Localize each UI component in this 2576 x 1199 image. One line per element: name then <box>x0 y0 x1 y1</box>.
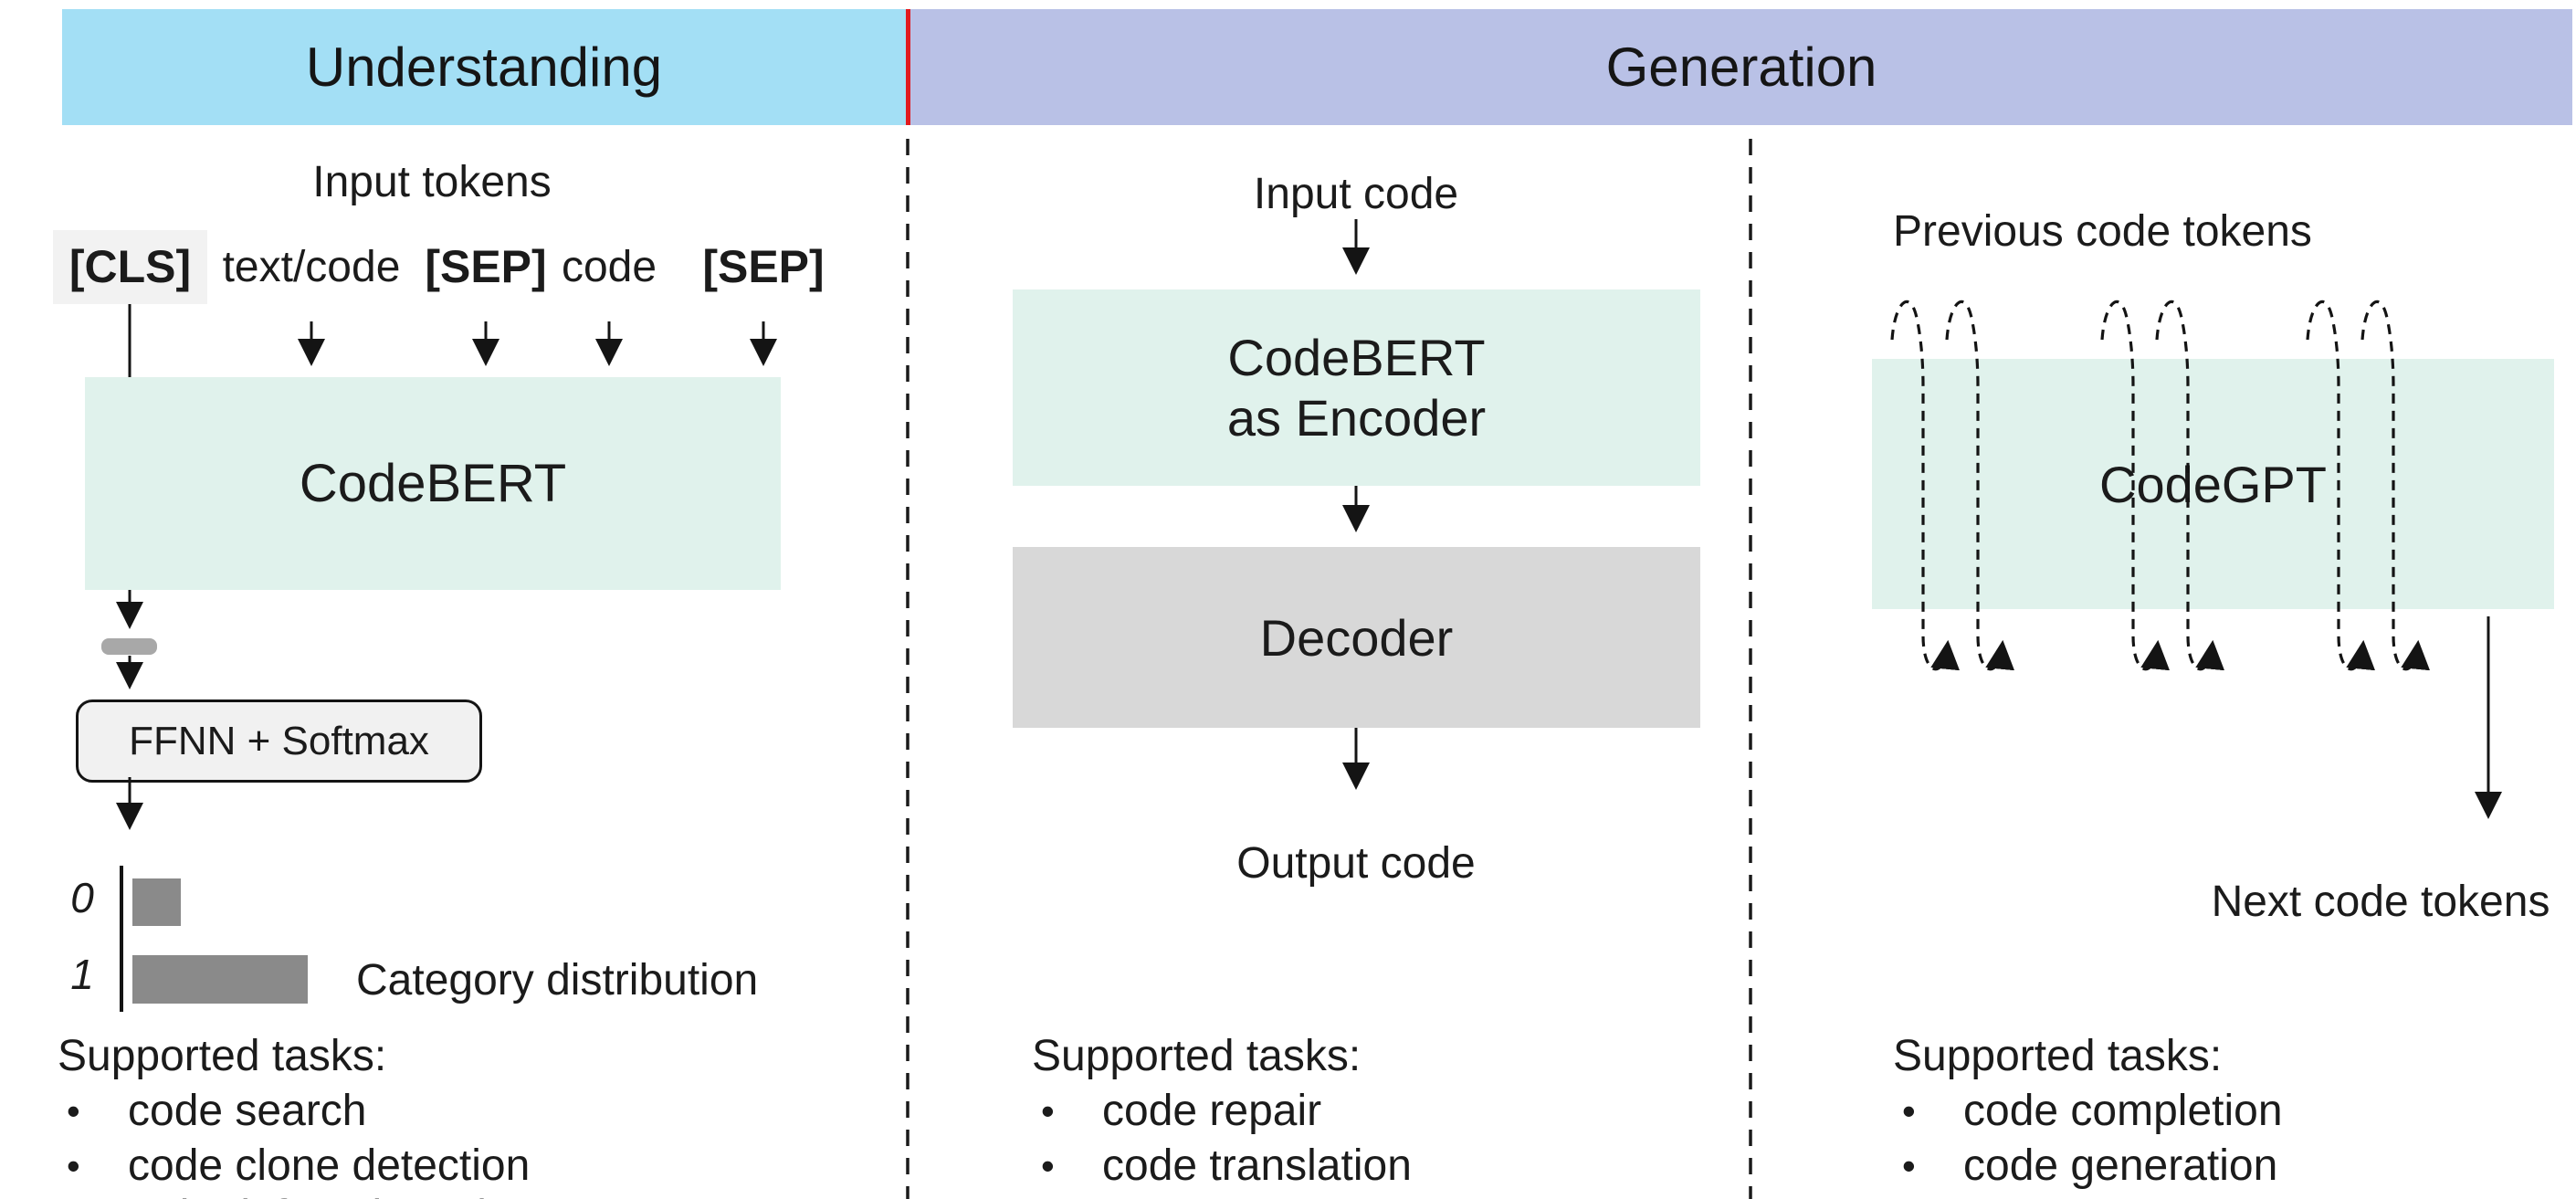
tasks-title: Supported tasks: <box>1893 1032 2223 1080</box>
codegpt-box: CodeGPT <box>1872 359 2554 609</box>
encoder-label-line1: CodeBERT <box>1227 328 1486 386</box>
codegpt-box-label: CodeGPT <box>2099 455 2327 513</box>
output-code-label: Output code <box>1236 839 1476 888</box>
bullet-icon: • <box>1902 1144 1916 1187</box>
list-item: • code completion <box>1893 1087 2283 1136</box>
bullet-icon: • <box>67 1144 80 1187</box>
list-item: • code generation <box>1893 1141 2283 1191</box>
task-label: code completion <box>1963 1087 2283 1135</box>
cls-embedding-chip <box>101 638 157 655</box>
bullet-icon: • <box>67 1089 80 1132</box>
tasks-title: Supported tasks: <box>58 1032 387 1080</box>
token-cls: [CLS] <box>53 230 207 304</box>
header-generation: Generation <box>910 9 2572 125</box>
token-sep-2: [SEP] <box>702 241 825 292</box>
bar-category-0 <box>132 878 181 926</box>
task-label: code generation <box>1963 1141 2278 1190</box>
supported-tasks-gpt: Supported tasks: • code completion • cod… <box>1893 1032 2283 1191</box>
input-code-label: Input code <box>1253 170 1459 218</box>
previous-code-tokens-label: Previous code tokens <box>1893 207 2312 256</box>
tasks-title: Supported tasks: <box>1032 1032 1362 1080</box>
codebert-box-label: CodeBERT <box>299 454 567 513</box>
next-code-tokens-label: Next code tokens <box>2211 878 2550 926</box>
header-red-divider <box>906 9 910 125</box>
header-understanding: Understanding <box>62 9 906 125</box>
bar-category-1 <box>132 955 308 1004</box>
task-label: code repair <box>1102 1087 1322 1135</box>
category-distribution-label: Category distribution <box>356 956 759 1004</box>
task-label: code search <box>128 1087 367 1135</box>
list-item: • code search <box>58 1087 530 1136</box>
task-label: code clone detection <box>128 1141 531 1190</box>
supported-tasks-understanding: Supported tasks: • code search • code cl… <box>58 1032 530 1191</box>
bullet-icon: • <box>1041 1089 1055 1132</box>
list-item: • code repair <box>1032 1087 1412 1136</box>
cutoff-task-line: code defect detection <box>119 1193 758 1199</box>
bullet-icon: • <box>1041 1144 1055 1187</box>
token-code: code <box>561 243 657 291</box>
token-text-code: text/code <box>222 243 401 291</box>
header-understanding-label: Understanding <box>305 37 663 98</box>
decoder-label: Decoder <box>1259 608 1454 667</box>
list-item: • code clone detection <box>58 1141 530 1191</box>
decoder-box: Decoder <box>1013 547 1700 728</box>
token-sep-1: [SEP] <box>425 241 547 292</box>
ffnn-softmax-box: FFNN + Softmax <box>76 699 482 783</box>
encoder-label-line2: as Encoder <box>1226 388 1487 447</box>
ffnn-softmax-label: FFNN + Softmax <box>129 718 429 763</box>
header-generation-label: Generation <box>1605 37 1877 98</box>
bar-label-1: 1 <box>70 951 94 998</box>
task-label: code translation <box>1102 1141 1412 1190</box>
list-item: • code translation <box>1032 1141 1412 1191</box>
bar-label-0: 0 <box>70 874 94 921</box>
input-tokens-label: Input tokens <box>312 158 552 206</box>
supported-tasks-encoder-decoder: Supported tasks: • code repair • code tr… <box>1032 1032 1412 1191</box>
codebert-encoder-box: CodeBERT as Encoder <box>1013 289 1700 486</box>
bullet-icon: • <box>1902 1089 1916 1132</box>
codebert-box: CodeBERT <box>85 377 781 590</box>
